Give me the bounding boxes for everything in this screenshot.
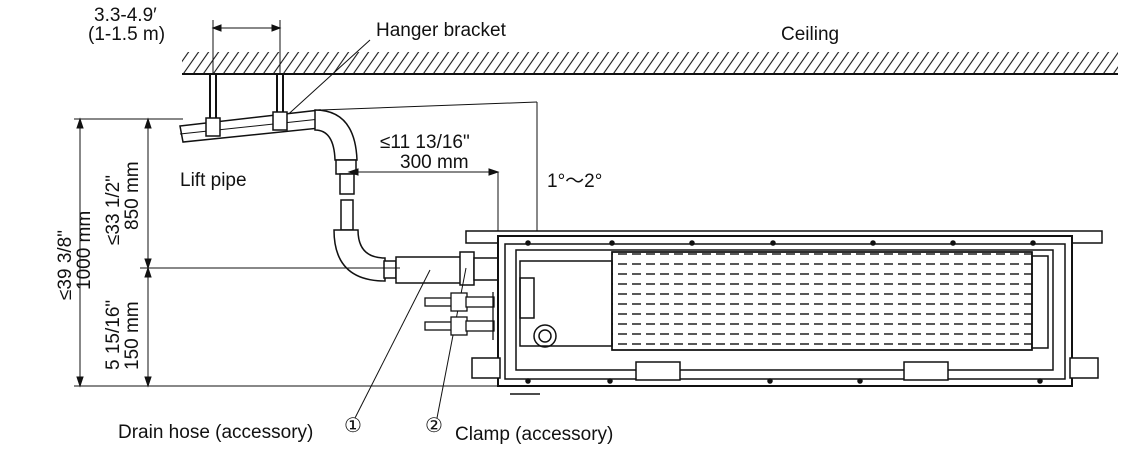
slope-label: 1°～2° — [547, 171, 603, 192]
spacing-ft-label: 3.3-4.9′ — [94, 5, 157, 26]
max-height-in-label: ≤39 3/8" — [55, 230, 76, 300]
lift-height-in-label: ≤33 1/2" — [103, 175, 124, 245]
ceiling — [182, 52, 1118, 75]
clamp-label: Clamp (accessory) — [455, 424, 614, 445]
base-height-mm-label: 150 mm — [122, 301, 143, 370]
drain-hose-label: Drain hose (accessory) — [118, 422, 314, 443]
clamp-number: ② — [425, 415, 443, 437]
lift-pipe — [179, 101, 538, 286]
indoor-unit — [465, 230, 1103, 395]
hanger-rods — [209, 20, 371, 121]
hanger-bracket-label: Hanger bracket — [376, 20, 506, 41]
drain-hose-number: ① — [344, 415, 362, 437]
refrigerant-pipes — [424, 292, 495, 340]
distance-in-label: ≤11 13/16" — [380, 132, 470, 153]
lift-pipe-label: Lift pipe — [180, 170, 247, 191]
dimension-lines — [74, 102, 538, 419]
spacing-m-label: (1-1.5 m) — [88, 24, 166, 45]
base-height-in-label: 5 15/16" — [103, 299, 124, 370]
max-height-mm-label: 1000 mm — [74, 210, 95, 290]
ceiling-label: Ceiling — [781, 24, 840, 45]
lift-height-mm-label: 850 mm — [122, 161, 143, 230]
distance-mm-label: 300 mm — [400, 152, 469, 173]
